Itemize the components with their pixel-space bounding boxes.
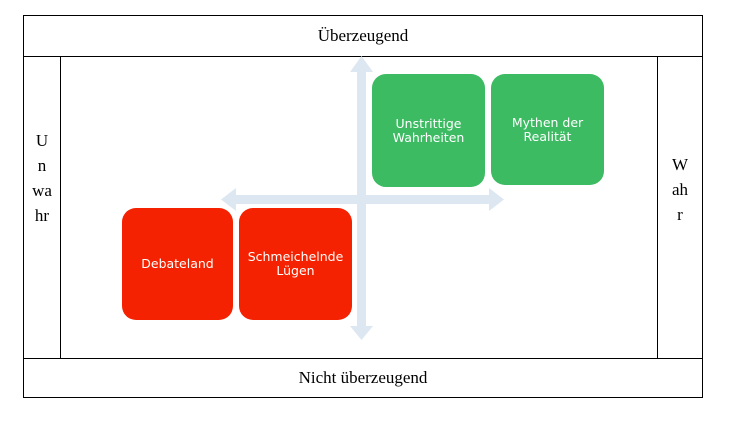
right-label: Wahr [671,155,689,224]
diagram-frame: Überzeugend Unwahr Wahr Nicht überzeugen… [23,15,703,398]
quadrant-label: Schmeichelnde Lügen [247,249,344,278]
left-panel: Unwahr [24,57,61,359]
quadrant-box-undisputed-truths: Unstrittige Wahrheiten [372,74,485,187]
bottom-label: Nicht überzeugend [24,358,702,397]
quadrant-label: Unstrittige Wahrheiten [392,115,465,145]
top-label: Überzeugend [24,16,702,57]
quadrant-box-myths-of-reality: Mythen der Realität [491,74,604,185]
horizontal-axis-arrow [232,195,492,204]
quadrant-box-debateland: Debateland [122,208,233,320]
arrow-left-head [221,188,236,211]
quadrant-label: Debateland [141,256,214,271]
arrow-right-head [489,188,504,211]
right-panel: Wahr [657,57,702,359]
arrow-up-head [350,56,373,72]
arrow-down-head [350,326,373,340]
quadrant-label: Mythen der Realität [511,114,584,144]
quadrant-box-flattering-lies: Schmeichelnde Lügen [239,208,352,320]
left-label: Unwahr [32,131,52,225]
